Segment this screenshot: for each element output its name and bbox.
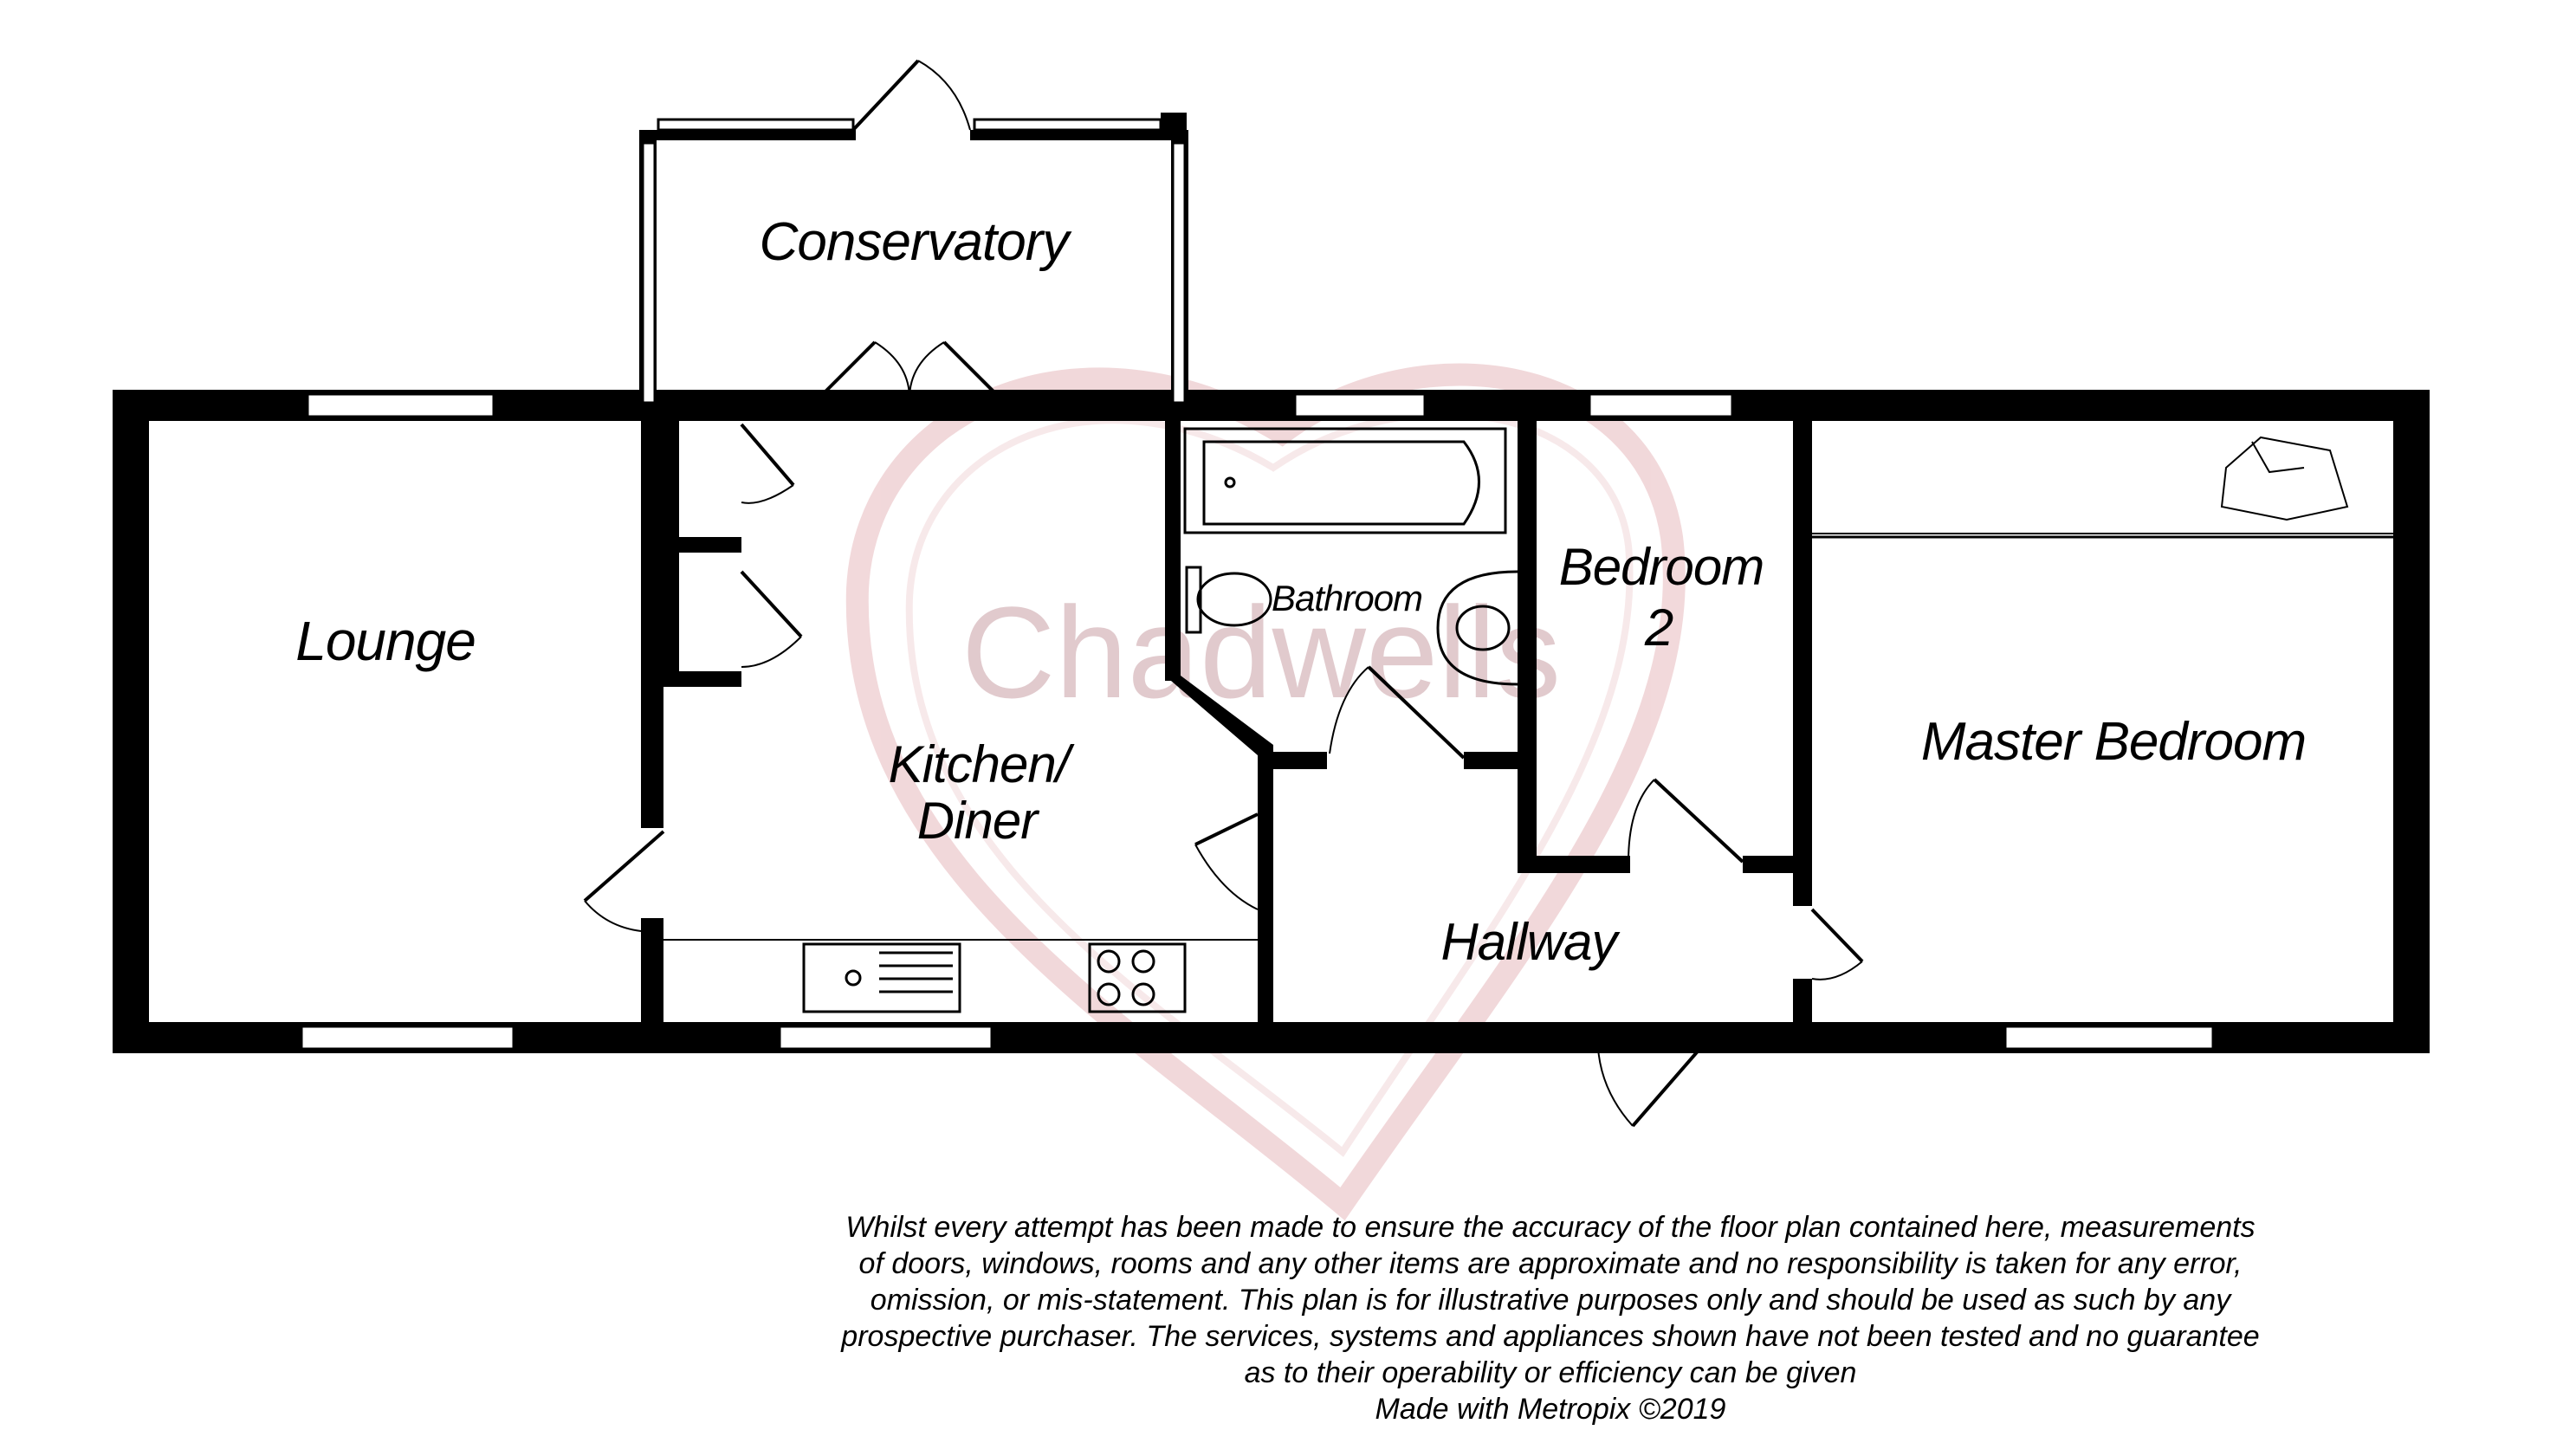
- watermark-heart-shape: [845, 363, 1686, 1221]
- disclaimer-credit: Made with Metropix ©2019: [1375, 1393, 1726, 1426]
- disclaimer-line: as to their operability or efficiency ca…: [1244, 1356, 1857, 1389]
- label-bedroom2-line1: Bedroom: [1559, 538, 1764, 596]
- clothes-icon: [2220, 436, 2349, 521]
- label-master-bedroom: Master Bedroom: [1921, 712, 2306, 772]
- door-kitchen-cupboard-1: [740, 423, 795, 504]
- door-bathroom: [1329, 665, 1466, 760]
- watermark-heart-outline: [905, 411, 1634, 1157]
- door-lounge: [583, 830, 665, 932]
- label-lounge: Lounge: [295, 610, 476, 672]
- hob: [1088, 942, 1187, 1013]
- window-conservatory-right: [1171, 141, 1187, 404]
- fixtures: [663, 427, 2393, 1013]
- watermark: Chadwells: [845, 363, 1686, 1221]
- window-conservatory-top-right: [973, 118, 1162, 132]
- bath: [1183, 427, 1507, 534]
- disclaimer-line: of doors, windows, rooms and any other i…: [858, 1247, 2243, 1280]
- door-conservatory-inner: [817, 340, 1002, 400]
- window-lounge-top: [306, 392, 495, 418]
- label-bedroom2-line2: 2: [1644, 599, 1673, 657]
- door-front: [1596, 1025, 1721, 1128]
- disclaimer-line: omission, or mis-statement. This plan is…: [870, 1284, 2231, 1317]
- disclaimer: Whilst every attempt has been made to en…: [728, 1209, 2373, 1427]
- door-kitchen-hall: [1194, 812, 1259, 910]
- window-bedroom2: [1588, 392, 1734, 418]
- doors: [583, 59, 1864, 1128]
- window-conservatory-top-left: [657, 118, 855, 132]
- watermark-text: Chadwells: [961, 579, 1561, 725]
- room-labels: Conservatory Lounge Kitchen/ Diner Bathr…: [295, 212, 2307, 971]
- door-master: [1810, 908, 1864, 980]
- door-kitchen-cupboard-2: [740, 570, 803, 668]
- disclaimer-line: prospective purchaser. The services, sys…: [841, 1320, 2260, 1353]
- wardrobe: [1812, 533, 2393, 539]
- label-bathroom: Bathroom: [1272, 578, 1422, 618]
- window-kitchen-bottom: [778, 1025, 994, 1051]
- label-hallway: Hallway: [1440, 913, 1621, 971]
- window-lounge-bottom: [300, 1025, 515, 1051]
- sink: [802, 942, 961, 1013]
- window-bathroom: [1293, 392, 1427, 418]
- label-conservatory: Conservatory: [760, 212, 1073, 272]
- door-conservatory-outer: [851, 59, 971, 132]
- toilet: [1185, 566, 1272, 634]
- label-kitchen-line1: Kitchen/: [889, 735, 1075, 793]
- basin: [1436, 570, 1518, 686]
- window-master: [2003, 1025, 2215, 1051]
- door-bedroom2: [1628, 778, 1744, 864]
- label-kitchen-line2: Diner: [917, 792, 1039, 850]
- window-conservatory-left: [641, 141, 657, 404]
- windows: [300, 118, 2215, 1051]
- disclaimer-line: Whilst every attempt has been made to en…: [845, 1211, 2256, 1244]
